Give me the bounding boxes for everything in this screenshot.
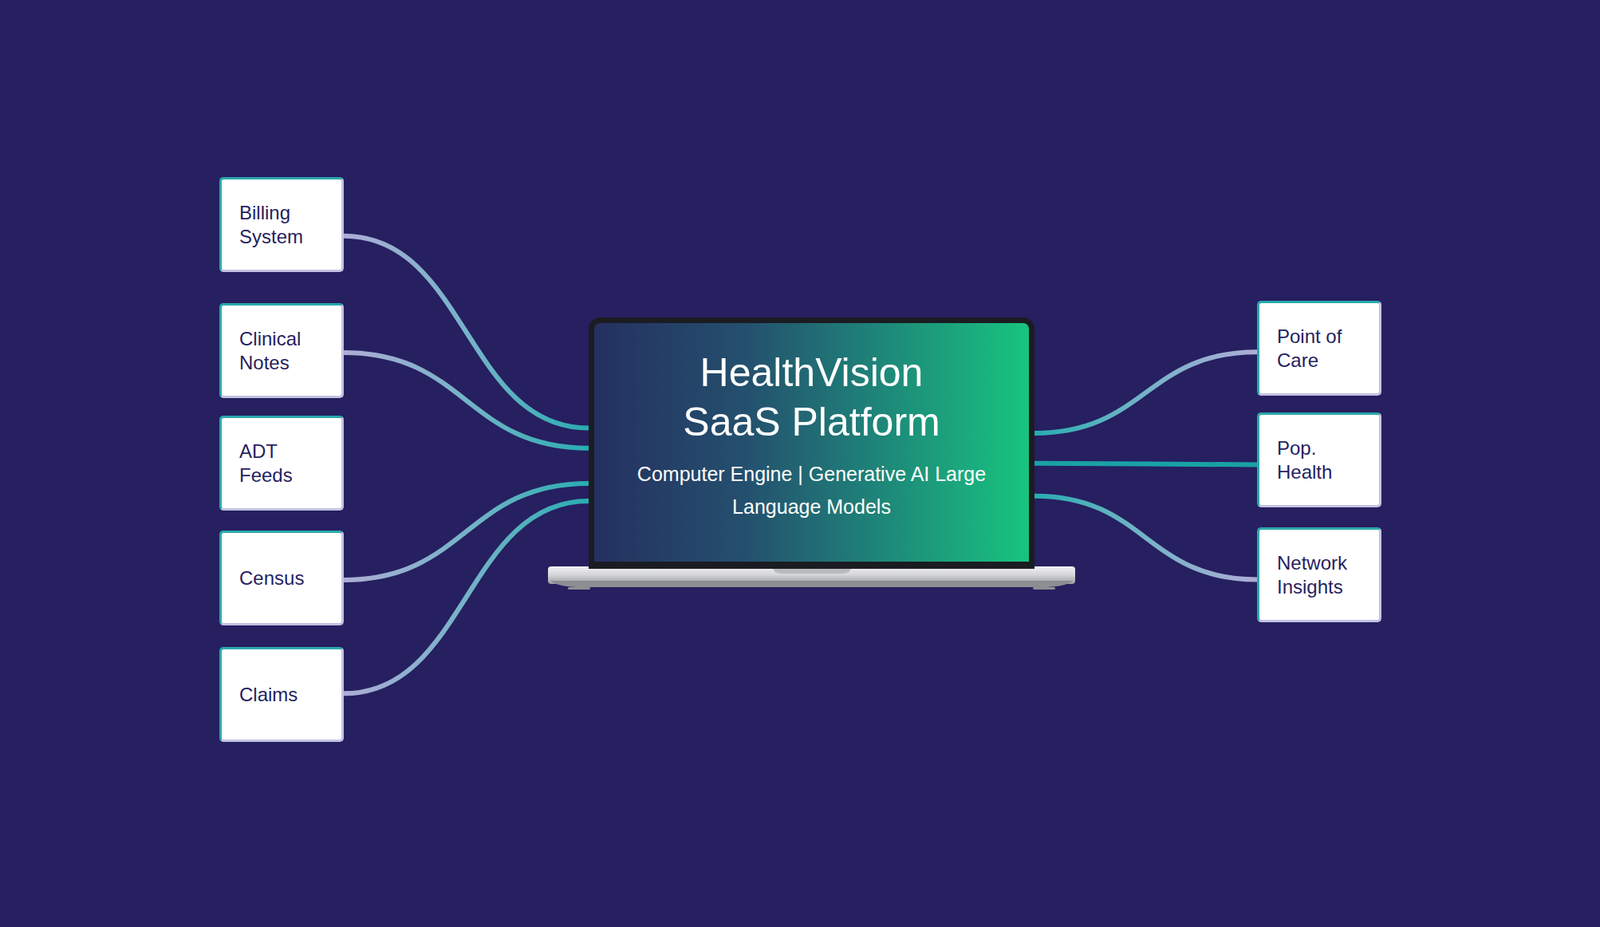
source-box: Network Insights (1257, 527, 1382, 623)
connector-curve (343, 352, 589, 449)
connector-curve (1034, 463, 1258, 466)
laptop-foot (1032, 587, 1056, 590)
laptop-base-edge (550, 580, 1073, 588)
box-label: Pop. Health (1276, 436, 1362, 485)
connector-curve (343, 500, 589, 694)
connector-curve (1034, 351, 1258, 434)
source-box: ADT Feeds (219, 415, 344, 511)
box-label: Billing System (239, 200, 324, 249)
box-label: Clinical Notes (239, 327, 324, 375)
source-box: Billing System (219, 177, 344, 272)
platform-screen: HealthVision SaaS PlatformComputer Engin… (588, 317, 1035, 569)
source-box: Claims (219, 646, 344, 742)
connector-curve (1034, 496, 1258, 580)
connector-curve (343, 483, 589, 580)
box-label: Point of Care (1276, 324, 1362, 373)
platform-subtitle: Computer Engine | Generative AI Large La… (636, 457, 988, 524)
box-label: Census (239, 566, 304, 591)
box-label: Claims (239, 682, 298, 707)
source-box: Census (219, 530, 344, 626)
box-label: Network Insights (1276, 551, 1362, 600)
laptop-foot (567, 587, 591, 590)
source-box: Pop. Health (1257, 412, 1382, 508)
source-box: Point of Care (1257, 300, 1382, 396)
box-label: ADT Feeds (239, 439, 324, 488)
source-box: Clinical Notes (219, 303, 344, 399)
platform-title: HealthVision SaaS Platform (652, 347, 972, 447)
